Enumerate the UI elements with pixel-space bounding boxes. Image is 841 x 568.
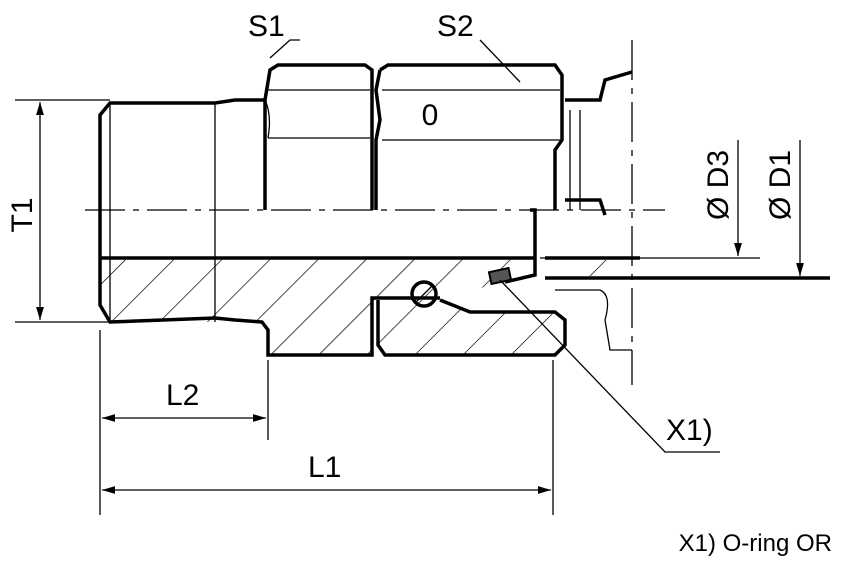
- label-t1: T1: [6, 197, 39, 232]
- leader-s1: [269, 39, 300, 59]
- o-ring: [410, 266, 513, 308]
- label-d1: Ø D1: [764, 150, 797, 220]
- label-s1: S1: [248, 10, 285, 43]
- leader-s2: [479, 39, 521, 83]
- leader-x1: [499, 279, 720, 453]
- label-l2: L2: [166, 379, 199, 412]
- label-s2: S2: [437, 10, 474, 43]
- nut-mark: 0: [422, 99, 439, 132]
- extension-lines: [15, 99, 760, 515]
- footnote: X1) O-ring OR: [679, 530, 832, 557]
- nut-s2: 0: [374, 63, 567, 357]
- label-d3: Ø D3: [702, 150, 735, 220]
- label-x1: X1): [666, 414, 713, 447]
- threaded-body: [98, 98, 535, 357]
- label-l1: L1: [308, 451, 341, 484]
- hex-s1: [263, 63, 374, 210]
